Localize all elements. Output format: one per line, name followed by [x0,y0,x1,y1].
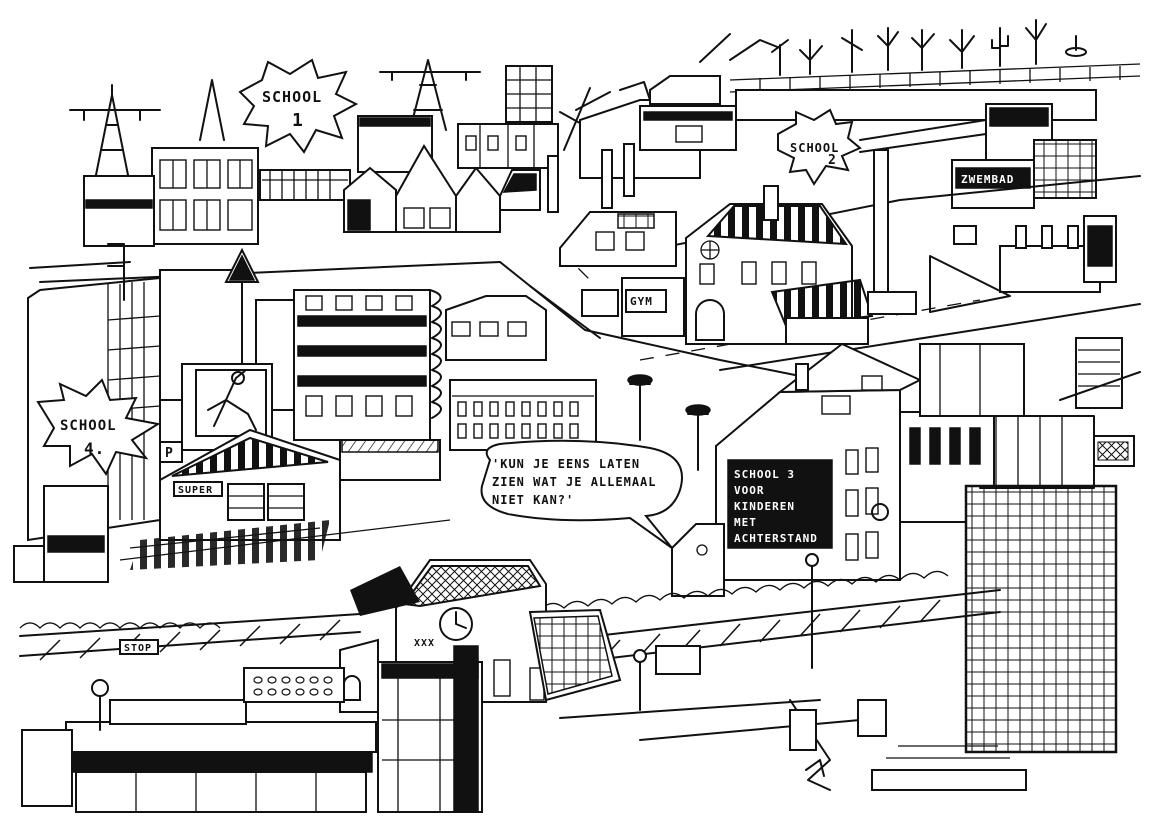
sports-yard [929,215,1117,313]
speech-line-2: ZIEN WAT JE ALLEMAAL [492,475,657,489]
supermarket: SUPER [119,428,451,570]
school-2-label: SCHOOL [790,141,839,155]
school-3-building: SCHOOL 3 VOOR KINDEREN MET ACHTERSTAND [671,342,923,597]
school-2-badge: SCHOOL 2 [777,108,862,186]
school-1-label: SCHOOL [262,88,322,106]
school-3-line-4: MET [734,516,757,529]
school-1-badge: SCHOOL 1 [238,58,359,154]
center-row [445,289,711,471]
school-4-number: 4. [84,439,105,458]
school-3-line-3: KINDEREN [734,500,795,513]
school-4-label: SCHOOL [60,418,117,434]
swimming-pool-building: ZWEMBAD [859,103,1097,209]
central-hall: GYM [559,149,917,345]
school-1-number: 1 [292,110,304,131]
speech-line-3: NIET KAN?' [492,493,574,507]
clock-mark: XXX [414,638,435,649]
parking-sign: P [165,446,174,461]
foreground-tower [377,645,483,813]
gym-sign: GYM [630,295,653,308]
foreground-road [559,645,887,791]
speech-line-1: 'KUN JE EENS LATEN [492,457,640,471]
factory-and-windmill [547,75,737,213]
back-row-buildings [83,115,559,247]
stop-sign: STOP [124,643,152,654]
school-4-badge: SCHOOL 4. [36,378,161,477]
super-sign: SUPER [178,485,213,496]
school-2-number: 2 [828,153,837,168]
glass-tower [871,415,1118,791]
zwembad-sign: ZWEMBAD [961,173,1014,186]
school-3-line-2: VOOR [734,484,765,497]
speech-bubble: 'KUN JE EENS LATEN ZIEN WAT JE ALLEMAAL … [480,439,683,549]
foreground-left [21,667,377,813]
center-left-blocks: P [159,247,442,463]
school-3-line-1: SCHOOL 3 [734,468,795,481]
main-street [29,175,1141,377]
railway: STOP [19,553,1001,669]
school-3-line-5: ACHTERSTAND [734,532,818,545]
